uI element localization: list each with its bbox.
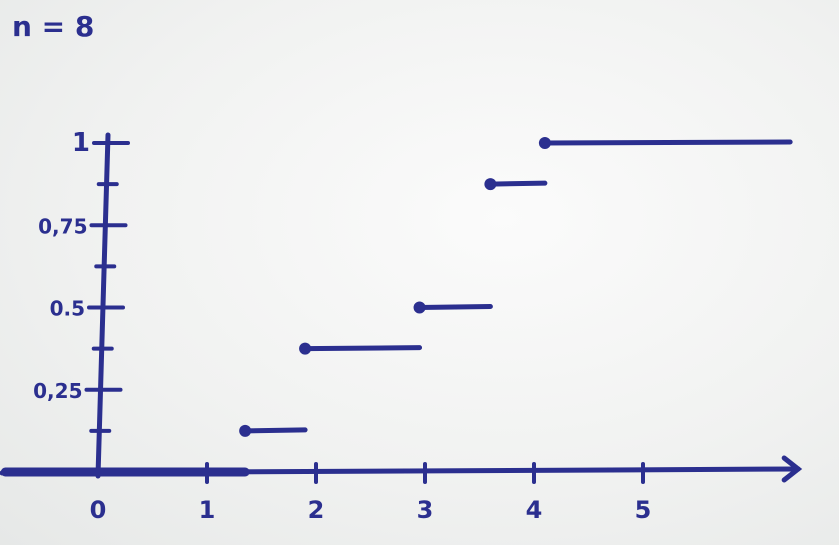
step-dot-2 xyxy=(299,342,312,355)
step-dot-4 xyxy=(484,178,497,191)
step-dot-3 xyxy=(413,301,426,314)
step-segment-4 xyxy=(487,180,548,187)
x-tick-label-5: 5 xyxy=(635,496,652,524)
x-tick-label-3: 3 xyxy=(417,496,434,524)
step-segment-3 xyxy=(417,304,493,310)
step-dot-5 xyxy=(538,137,551,149)
step-segment-1 xyxy=(242,427,308,434)
sample-size-annotation: n = 8 xyxy=(12,10,94,43)
step-segment-2 xyxy=(302,345,423,352)
step-segment-5 xyxy=(542,139,793,146)
x-tick-label-1: 1 xyxy=(199,496,216,524)
y-tick-label-0.75: 0,75 xyxy=(38,214,87,238)
y-tick-label-0.25: 0,25 xyxy=(33,379,82,403)
x-tick-label-2: 2 xyxy=(308,496,325,524)
y-tick-label-1: 1 xyxy=(72,128,90,158)
step-dot-1 xyxy=(239,424,252,437)
x-tick-label-4: 4 xyxy=(526,496,543,524)
x-axis-arrowhead xyxy=(781,455,803,483)
y-tick-label-0.5: 0.5 xyxy=(50,297,85,321)
x-tick-label-0: 0 xyxy=(90,496,107,524)
